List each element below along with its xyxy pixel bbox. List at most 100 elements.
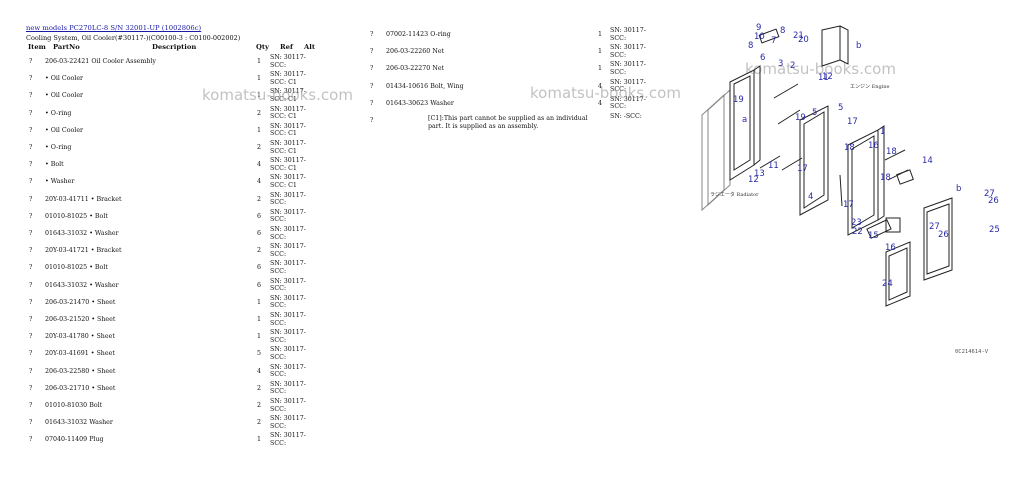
- callout-number: 16: [868, 141, 879, 151]
- part-description: • Washer: [45, 178, 75, 186]
- callout-number: 12: [748, 175, 759, 185]
- item-number: ?: [29, 109, 33, 117]
- callout-number: 15: [868, 231, 879, 241]
- callout-number: 9: [756, 23, 761, 33]
- item-number: ?: [29, 367, 33, 375]
- part-description: 20Y-03-41721 • Bracket: [45, 247, 122, 255]
- part-description: 206-03-22270 Net: [386, 65, 445, 73]
- quantity: 1: [598, 65, 603, 73]
- part-description: • O-ring: [45, 144, 72, 151]
- col-part-header: PartNo: [53, 43, 80, 51]
- item-number: ?: [29, 384, 33, 392]
- callout-number: 4: [808, 192, 813, 202]
- callout-number: 17: [797, 164, 808, 174]
- part-description: 206-03-22580 • Sheet: [45, 367, 116, 375]
- item-number: ?: [370, 82, 374, 90]
- callout-number: 14: [922, 156, 933, 166]
- part-description: 01010-81025 • Bolt: [45, 212, 108, 220]
- item-number: ?: [29, 161, 33, 169]
- serial-number: SN: 30117-SCC:: [610, 95, 646, 111]
- callout-number: 27: [984, 189, 995, 199]
- item-number: ?: [29, 402, 33, 409]
- quantity: 4: [598, 82, 603, 90]
- quantity: 2: [257, 384, 262, 392]
- callout-number: b: [956, 184, 961, 194]
- quantity: 1: [257, 126, 262, 134]
- serial-number: SN: 30117-SCC: C1: [270, 140, 306, 155]
- watermark: komatsu-books.com: [202, 86, 353, 104]
- model-link[interactable]: new models PC270LC-8 S/N 32001-UP (10028…: [26, 24, 202, 32]
- callout-number: 22: [852, 227, 863, 237]
- item-number: ?: [29, 195, 33, 203]
- part-description: 07002-11423 O-ring: [386, 31, 451, 38]
- callout-number: 19: [795, 113, 806, 123]
- watermark: komatsu-books.com: [530, 84, 681, 102]
- serial-number: SN: 30117-SCC:: [270, 329, 306, 344]
- page-subtitle: Cooling System, Oil Cooler(#30117-)(C001…: [26, 34, 241, 42]
- item-number: ?: [29, 350, 33, 358]
- callout-number: b: [856, 41, 861, 51]
- part-description: 07040-11409 Plug: [45, 436, 104, 444]
- part-description: 206-03-22421 Oil Cooler Assembly: [45, 58, 156, 65]
- serial-number: SN: 30117-SCC:: [270, 54, 306, 69]
- serial-number: SN: 30117-SCC:: [610, 27, 646, 42]
- serial-number: SN: 30117-SCC:: [270, 346, 306, 361]
- part-description: 206-03-21470 • Sheet: [45, 298, 116, 306]
- serial-number: SN: 30117-SCC:: [270, 226, 306, 241]
- quantity: 4: [257, 367, 262, 375]
- item-number: ?: [29, 316, 33, 323]
- callout-number: 23: [851, 218, 862, 228]
- item-number: ?: [29, 92, 33, 100]
- part-description: • Oil Cooler: [45, 126, 84, 134]
- diagram-code: 0C214614-V: [955, 349, 989, 355]
- callout-number: 24: [882, 279, 893, 289]
- item-number: ?: [29, 144, 33, 151]
- item-number: ?: [29, 247, 33, 255]
- quantity: 2: [257, 144, 262, 151]
- callout-number: 17: [843, 200, 854, 210]
- item-number: ?: [29, 298, 33, 306]
- item-number: ?: [29, 419, 33, 427]
- callout-number: 8: [780, 26, 785, 36]
- part-description: • O-ring: [45, 109, 72, 117]
- col-alt-header: Alt: [304, 43, 315, 51]
- serial-number: SN: 30117-SCC:: [270, 208, 306, 224]
- part-description: 01434-10616 Bolt, Wing: [386, 82, 464, 90]
- col-qty-header: Qty: [256, 43, 270, 51]
- callout-number: 7: [771, 36, 776, 46]
- quantity: 5: [257, 350, 262, 358]
- part-description: 20Y-03-41780 • Sheet: [45, 333, 115, 341]
- quantity: 1: [257, 92, 262, 100]
- serial-number: SN: 30117-SCC:: [270, 415, 306, 430]
- quantity: 4: [598, 99, 603, 107]
- serial-number: SN: 30117-SCC:: [270, 380, 306, 396]
- callout-number: 16: [885, 243, 896, 253]
- part-description: 206-03-21520 • Sheet: [45, 316, 116, 323]
- callout-number: 13: [754, 169, 765, 179]
- assembly-note: [C1]:This part cannot be supplied as an …: [428, 115, 588, 130]
- part-description: 20Y-03-41711 • Bracket: [45, 195, 122, 203]
- item-number: ?: [370, 31, 374, 38]
- quantity: 1: [598, 48, 603, 56]
- item-number: ?: [370, 48, 374, 56]
- serial-number: SN: 30117-SCC: C1: [270, 88, 306, 103]
- part-description: • Bolt: [45, 161, 64, 169]
- callout-number: 18: [844, 143, 855, 153]
- part-description: • Oil Cooler: [45, 75, 84, 83]
- serial-number: SN: 30117-SCC:: [270, 260, 306, 275]
- callout-number: 25: [989, 225, 1000, 235]
- serial-number: SN: 30117-SCC:: [610, 44, 646, 59]
- quantity: 2: [257, 109, 262, 117]
- quantity: 6: [257, 212, 262, 220]
- quantity: 1: [257, 75, 262, 83]
- callout-number: 26: [938, 230, 949, 240]
- quantity: 6: [257, 230, 262, 237]
- callout-number: 11: [818, 73, 829, 83]
- quantity: 2: [257, 247, 262, 255]
- serial-number: SN: 30117-SCC:: [270, 277, 306, 293]
- part-description: 01643-30623 Washer: [386, 99, 454, 107]
- callout-number: 2: [790, 61, 795, 71]
- col-ref-header: Ref: [280, 43, 293, 51]
- col-item-header: Item: [28, 43, 46, 51]
